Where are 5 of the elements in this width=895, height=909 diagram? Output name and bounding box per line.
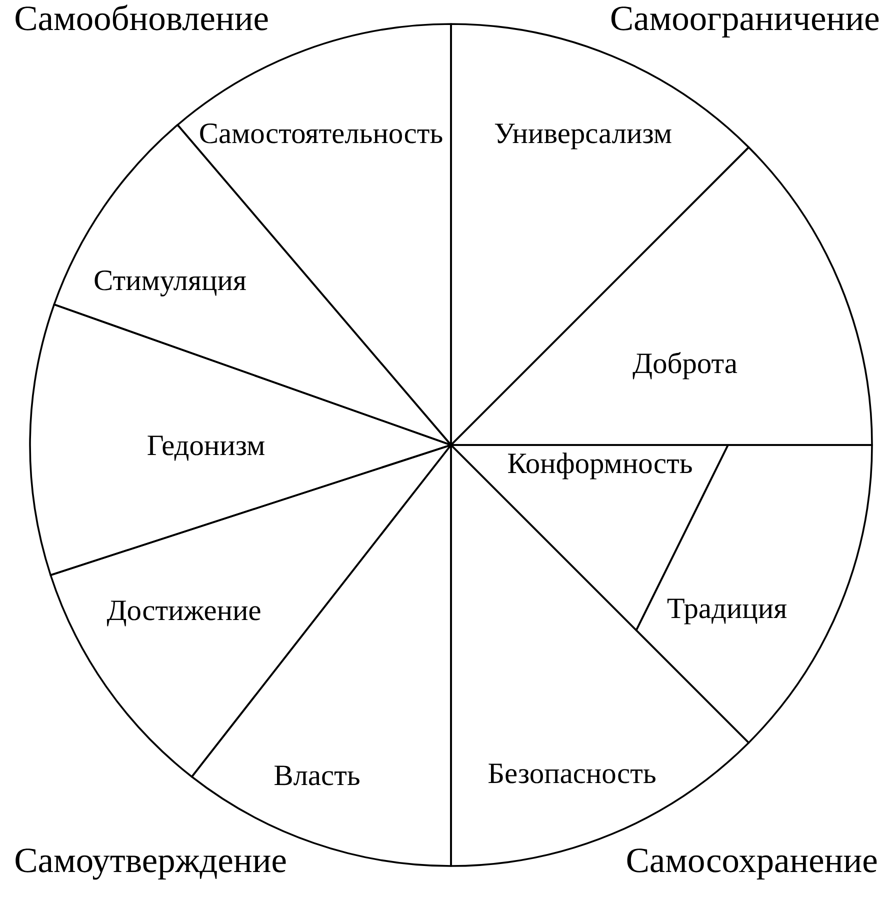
- quadrant-label: Самоограничение: [611, 6, 879, 38]
- quadrant-label: Самосохранение: [627, 848, 877, 880]
- circle-sector: Гедонизм: [29, 304, 452, 576]
- quadrant-label: Самообновление: [16, 4, 268, 30]
- quadrant-label: Самоутверждение: [16, 848, 286, 880]
